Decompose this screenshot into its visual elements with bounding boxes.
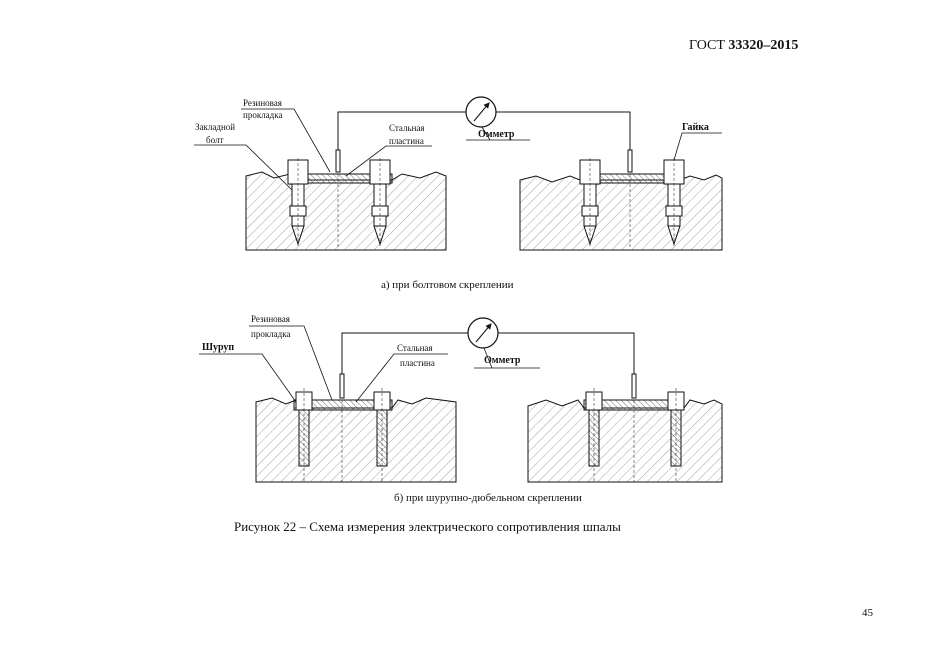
label-nut: Гайка xyxy=(682,122,709,133)
label-ohmmeter: Омметр xyxy=(484,355,521,366)
document-header: ГОСТ 33320–2015 xyxy=(689,38,798,54)
steel-plate xyxy=(293,399,393,411)
diagram-a: Резиновая прокладка Закладной болт Сталь… xyxy=(194,96,723,251)
label-steel-plate: пластина xyxy=(400,358,435,368)
label-steel-plate: Стальная xyxy=(389,123,425,133)
subfigure-caption-a: а) при болтовом скреплении xyxy=(381,279,514,291)
anchor-bolt xyxy=(287,158,309,248)
label-rubber-pad: прокладка xyxy=(251,329,291,339)
wire xyxy=(498,332,635,374)
wire xyxy=(341,332,468,374)
diagram-b: Резиновая прокладка Шуруп Стальная пласт… xyxy=(199,314,723,483)
subfigure-caption-b: б) при шурупно-дюбельном скреплении xyxy=(394,492,582,504)
screw xyxy=(585,388,603,482)
sleeper-block xyxy=(255,397,457,483)
wire xyxy=(337,111,466,150)
label-steel-plate: Стальная xyxy=(397,343,433,353)
label-rubber-pad: Резиновая xyxy=(243,98,282,108)
probe xyxy=(335,149,341,173)
label-ohmmeter: Омметр xyxy=(478,129,515,140)
label-steel-plate: пластина xyxy=(389,136,424,146)
screw xyxy=(667,388,685,482)
label-anchor-bolt: болт xyxy=(206,135,223,145)
screw xyxy=(373,388,391,482)
anchor-bolt xyxy=(663,158,685,248)
page-number: 45 xyxy=(862,607,873,619)
probe xyxy=(339,373,345,399)
label-rubber-pad: Резиновая xyxy=(251,314,290,324)
figure-caption: Рисунок 22 – Схема измерения электрическ… xyxy=(234,519,621,534)
anchor-bolt xyxy=(579,158,601,248)
sleeper-block xyxy=(245,171,447,251)
standard-prefix: ГОСТ xyxy=(689,38,725,53)
sleeper-block xyxy=(527,399,723,483)
screw xyxy=(295,388,313,482)
anchor-bolt xyxy=(369,158,391,248)
label-screw: Шуруп xyxy=(202,342,234,353)
sleeper-block xyxy=(519,174,723,251)
wire xyxy=(496,111,631,150)
probe xyxy=(631,373,637,399)
label-anchor-bolt: Закладной xyxy=(195,122,235,132)
label-rubber-pad: прокладка xyxy=(243,110,283,120)
standard-number: 33320–2015 xyxy=(728,38,799,53)
probe xyxy=(627,149,633,173)
